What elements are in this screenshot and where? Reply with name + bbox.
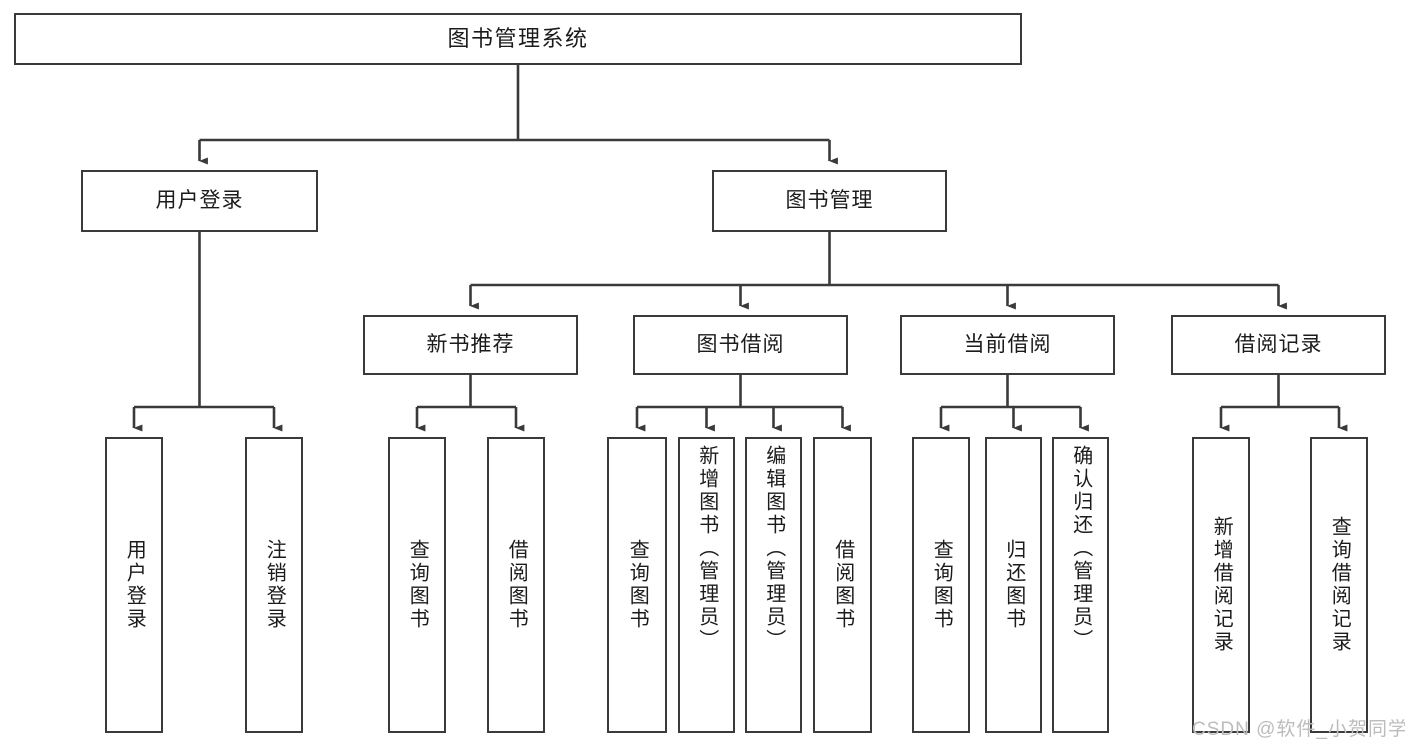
node-leaf-user-login[interactable]: 用户登录 [105,437,163,733]
leaf-label: 借阅图书 [505,539,528,631]
node-leaf-borrow-book[interactable]: 借阅图书 [813,437,872,733]
leaf-label: 编辑图书（管理员） [762,445,785,652]
node-leaf-add-record[interactable]: 新增借阅记录 [1192,437,1250,733]
node-leaf-add-book[interactable]: 新增图书（管理员） [678,437,735,733]
node-leaf-return-book[interactable]: 归还图书 [985,437,1042,733]
node-leaf-query-record[interactable]: 查询借阅记录 [1310,437,1368,733]
csdn-watermark: CSDN @软件_小贺同学 [1192,719,1405,740]
leaf-label: 查询图书 [406,539,429,631]
leaf-label: 新增借阅记录 [1210,516,1233,654]
leaf-label: 查询借阅记录 [1328,516,1351,654]
leaf-label: 新增图书（管理员） [695,445,718,652]
node-borrow-records[interactable]: 借阅记录 [1171,315,1386,375]
node-book-manage[interactable]: 图书管理 [712,170,947,232]
node-leaf-confirm-return[interactable]: 确认归还（管理员） [1052,437,1109,733]
node-leaf-logout[interactable]: 注销登录 [245,437,303,733]
node-leaf-borrow-book-new[interactable]: 借阅图书 [487,437,545,733]
leaf-label: 借阅图书 [831,539,854,631]
leaf-label: 查询图书 [626,539,649,631]
leaf-label: 用户登录 [123,539,146,631]
node-root[interactable]: 图书管理系统 [14,13,1022,65]
node-book-borrow[interactable]: 图书借阅 [633,315,848,375]
node-new-book-recommend[interactable]: 新书推荐 [363,315,578,375]
leaf-label: 查询图书 [930,539,953,631]
node-leaf-query-book[interactable]: 查询图书 [607,437,667,733]
node-user-login[interactable]: 用户登录 [81,170,318,232]
leaf-label: 注销登录 [263,539,286,631]
node-current-borrow[interactable]: 当前借阅 [900,315,1115,375]
node-leaf-query-book-new[interactable]: 查询图书 [388,437,446,733]
node-leaf-edit-book[interactable]: 编辑图书（管理员） [745,437,802,733]
node-leaf-query-book-cur[interactable]: 查询图书 [912,437,970,733]
leaf-label: 归还图书 [1002,539,1025,631]
leaf-label: 确认归还（管理员） [1069,445,1092,652]
